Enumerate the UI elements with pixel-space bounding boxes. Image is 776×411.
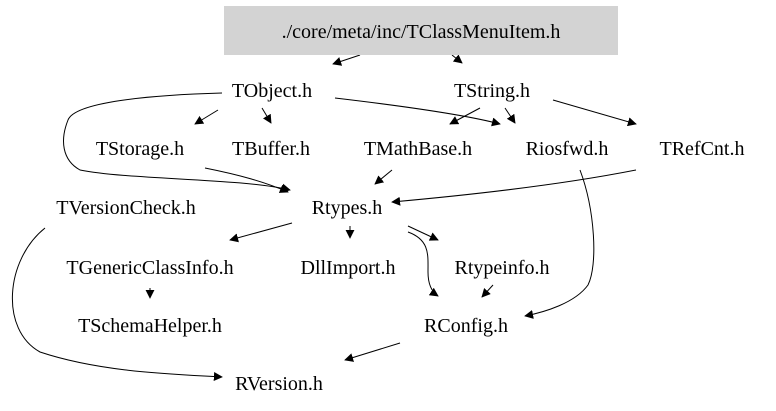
node-tschemahelper[interactable]: TSchemaHelper.h (78, 315, 222, 337)
node-tgenericclassinfo[interactable]: TGenericClassInfo.h (66, 257, 233, 279)
edge-trefcnt-rtypes (391, 169, 637, 206)
node-rconfig[interactable]: RConfig.h (424, 315, 508, 337)
edge-tobject-tbuffer (261, 107, 272, 124)
edge-root-tobject (332, 54, 361, 66)
root-node[interactable]: ./core/meta/inc/TClassMenuItem.h (224, 6, 618, 55)
node-dllimport[interactable]: DllImport.h (301, 257, 396, 279)
node-tmathbase[interactable]: TMathBase.h (364, 138, 472, 160)
edges (11, 54, 637, 382)
node-trefcnt[interactable]: TRefCnt.h (660, 138, 745, 160)
node-riosfwd[interactable]: Riosfwd.h (526, 138, 609, 160)
node-rversion[interactable]: RVersion.h (235, 373, 323, 395)
edge-root-tstring (451, 54, 463, 64)
edge-tobject-riosfwd (334, 97, 501, 127)
edge-tmathbase-rtypes (374, 169, 393, 185)
node-tbuffer[interactable]: TBuffer.h (232, 138, 310, 160)
edge-tversioncheck-rversion (11, 227, 223, 382)
edge-tstorage-rtypes (204, 167, 289, 193)
edge-rconfig-rversion (344, 342, 401, 362)
node-tstring[interactable]: TString.h (454, 80, 530, 102)
edge-rtypeinfo-rconfig (481, 284, 494, 298)
edge-rtypes-tgenericclassinfo (229, 222, 293, 243)
edge-rtypes-rtypeinfo (407, 225, 439, 241)
edge-tobject-rtypes (63, 92, 291, 193)
root-node-box (224, 6, 618, 55)
node-rtypeinfo[interactable]: Rtypeinfo.h (455, 257, 550, 279)
edge-riosfwd-rconfig (524, 169, 595, 319)
node-tstorage[interactable]: TStorage.h (96, 138, 184, 160)
node-tversioncheck[interactable]: TVersionCheck.h (56, 197, 195, 219)
node-tobject[interactable]: TObject.h (232, 80, 312, 102)
edge-tstring-riosfwd (504, 107, 516, 124)
edge-tstring-tmathbase (449, 107, 481, 125)
node-rtypes[interactable]: Rtypes.h (312, 197, 383, 219)
edge-rtypes-rconfig (407, 231, 439, 297)
edge-tobject-tstorage (194, 109, 219, 125)
edge-tstring-trefcnt (552, 99, 637, 127)
root-node-label: ./core/meta/inc/TClassMenuItem.h (282, 21, 561, 43)
